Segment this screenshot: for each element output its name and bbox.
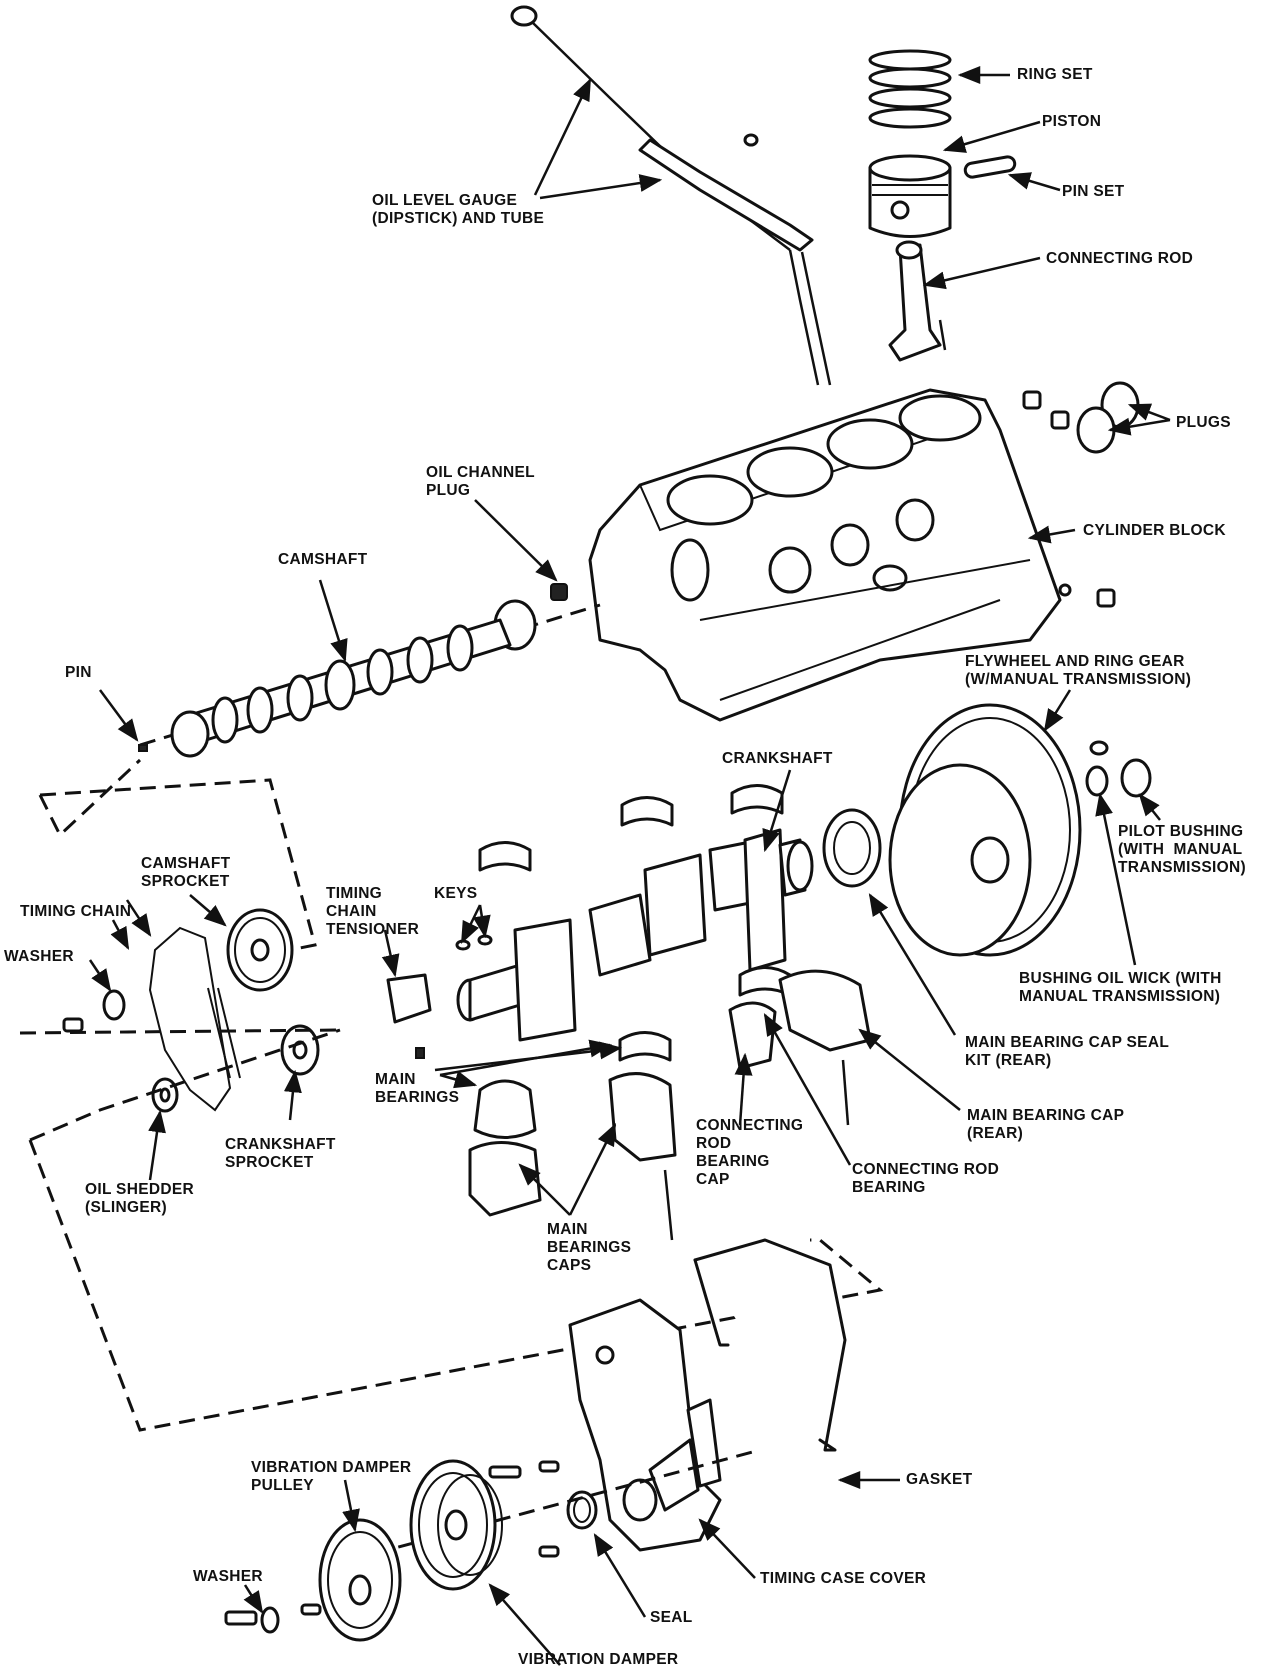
label-washer-top: WASHER (4, 948, 74, 965)
label-cylinder-block: CYLINDER BLOCK (1083, 522, 1226, 539)
dipstick-drawing (510, 5, 832, 386)
label-piston: PISTON (1042, 113, 1102, 130)
label-pin: PIN (65, 664, 92, 681)
timing-group-drawing (19, 758, 884, 1432)
front-cover-drawing (300, 1238, 847, 1616)
cylinder-block-drawing (588, 388, 1062, 722)
label-timing-case-cover: TIMING CASE COVER (760, 1570, 927, 1587)
crankshaft-drawing (456, 808, 882, 1042)
label-camshaft: CAMSHAFT (278, 551, 368, 568)
camshaft-drawing (138, 583, 601, 758)
label-connecting-rod: CONNECTING ROD (1046, 250, 1194, 267)
label-crankshaft: CRANKSHAFT (722, 750, 833, 767)
damper-drawing (224, 1459, 503, 1642)
label-ring-set: RING SET (1017, 66, 1093, 83)
label-oil-shedder: OIL SHEDDER(SLINGER) (85, 1181, 194, 1216)
piston-group-drawing (868, 49, 1017, 362)
label-timing-chain: TIMING CHAIN (20, 903, 132, 920)
label-keys: KEYS (434, 885, 478, 902)
leader-lines (88, 66, 1171, 1666)
label-seal: SEAL (650, 1609, 693, 1626)
flywheel-drawing (888, 703, 1152, 957)
label-flywheel: FLYWHEEL AND RING GEAR(W/MANUAL TRANSMIS… (965, 653, 1192, 688)
bearings-drawing (386, 784, 872, 1241)
label-gasket: GASKET (906, 1471, 973, 1488)
label-plugs: PLUGS (1176, 414, 1231, 431)
label-washer-bottom: WASHER (193, 1568, 263, 1585)
label-pin-set: PIN SET (1062, 183, 1125, 200)
label-oil-level-gauge: OIL LEVEL GAUGE(DIPSTICK) AND TUBE (372, 192, 545, 227)
label-vibration-damper: VIBRATION DAMPER (518, 1651, 679, 1668)
label-main-bearing-cap-rear: MAIN BEARING CAP(REAR) (967, 1107, 1125, 1142)
